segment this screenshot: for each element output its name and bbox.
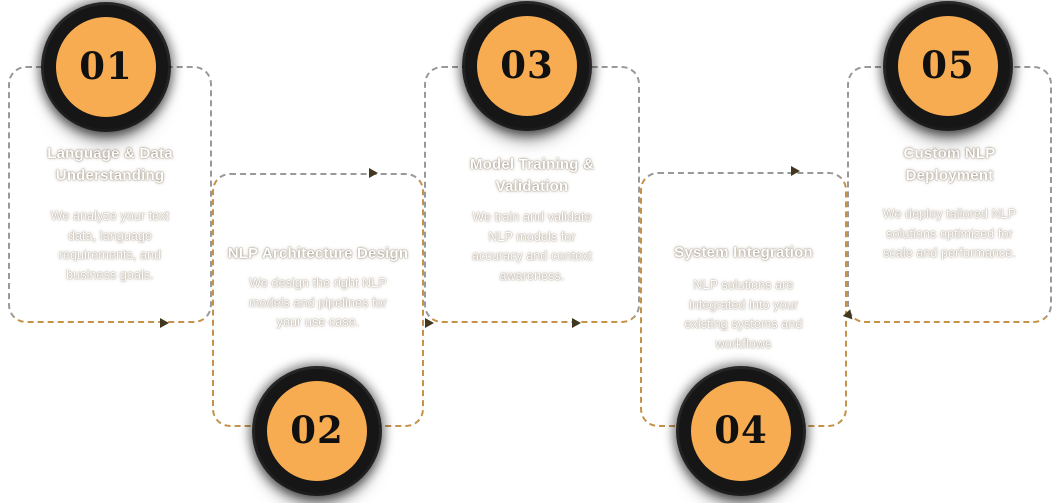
step-number: 01 [79, 44, 133, 88]
step-title-line: Model Training & [469, 156, 595, 173]
step-number-badge-1: 01 [44, 5, 168, 129]
step-description-line: We design the right NLP [249, 276, 387, 290]
step-description: NLP solutions are integrated into your e… [642, 276, 845, 354]
step-description-line: solutions optimized for [886, 226, 1013, 241]
flow-arrow-icon [572, 318, 581, 328]
step-number-badge-5: 05 [886, 4, 1010, 128]
step-number: 04 [714, 408, 768, 452]
step-title-line: NLP Architecture Design [227, 245, 409, 262]
step-number: 05 [921, 43, 975, 87]
step-title-line: Validation [495, 178, 569, 195]
flow-arrow-icon [160, 318, 169, 328]
step-title: Language & Data Understanding [10, 143, 210, 187]
step-title-line: Language & Data [47, 145, 173, 162]
flow-arrow-icon [791, 166, 800, 176]
step-description: We design the right NLP models and pipel… [214, 274, 422, 333]
flow-arrow-icon [425, 318, 434, 328]
step-number-badge-3: 03 [465, 4, 589, 128]
step-number-badge-4: 04 [679, 369, 803, 493]
flow-arrow-icon [369, 168, 378, 178]
step-card-2: NLP Architecture Design We design the ri… [212, 173, 424, 427]
step-description-line: integrated into your [688, 297, 798, 312]
step-card-1: Language & Data Understanding We analyze… [8, 66, 212, 323]
step-title: Model Training & Validation [426, 154, 638, 198]
step-description-line: workflows [715, 336, 772, 351]
step-description-line: NLP solutions are [693, 278, 794, 292]
step-description-line: We analyze your text [50, 209, 170, 223]
step-description-line: your use case. [276, 315, 360, 329]
step-description: We analyze your text data, language requ… [10, 207, 210, 285]
step-description-line: awareness. [499, 268, 565, 283]
step-description: We deploy tailored NLP solutions optimiz… [849, 205, 1050, 264]
step-description-line: scale and performance. [883, 246, 1016, 260]
step-title: Custom NLP Deployment [849, 143, 1050, 187]
step-title-line: System Integration [674, 244, 813, 261]
step-description-line: We train and validate [472, 210, 592, 224]
step-card-4: System Integration NLP solutions are int… [640, 172, 847, 427]
step-card-5: Custom NLP Deployment We deploy tailored… [847, 66, 1052, 323]
step-description-line: NLP models for [488, 229, 576, 244]
step-title-line: Deployment [905, 167, 994, 184]
step-description-line: requirements, and [58, 248, 162, 262]
step-title: System Integration [642, 242, 845, 264]
step-description-line: We deploy tailored NLP [882, 207, 1017, 221]
step-description-line: business goals. [66, 267, 154, 282]
step-title-line: Custom NLP [903, 145, 996, 162]
step-description-line: existing systems and [684, 317, 803, 331]
step-description-line: models and pipelines for [249, 295, 387, 310]
step-number: 03 [500, 43, 554, 87]
step-description: We train and validate NLP models for acc… [426, 208, 638, 286]
step-number-badge-2: 02 [255, 369, 379, 493]
step-number: 02 [290, 408, 344, 452]
step-title-line: Understanding [55, 167, 165, 184]
step-card-3: Model Training & Validation We train and… [424, 66, 640, 323]
step-title: NLP Architecture Design [214, 243, 422, 265]
step-description-line: accuracy and context [471, 249, 593, 263]
step-description-line: data, language [67, 228, 153, 243]
